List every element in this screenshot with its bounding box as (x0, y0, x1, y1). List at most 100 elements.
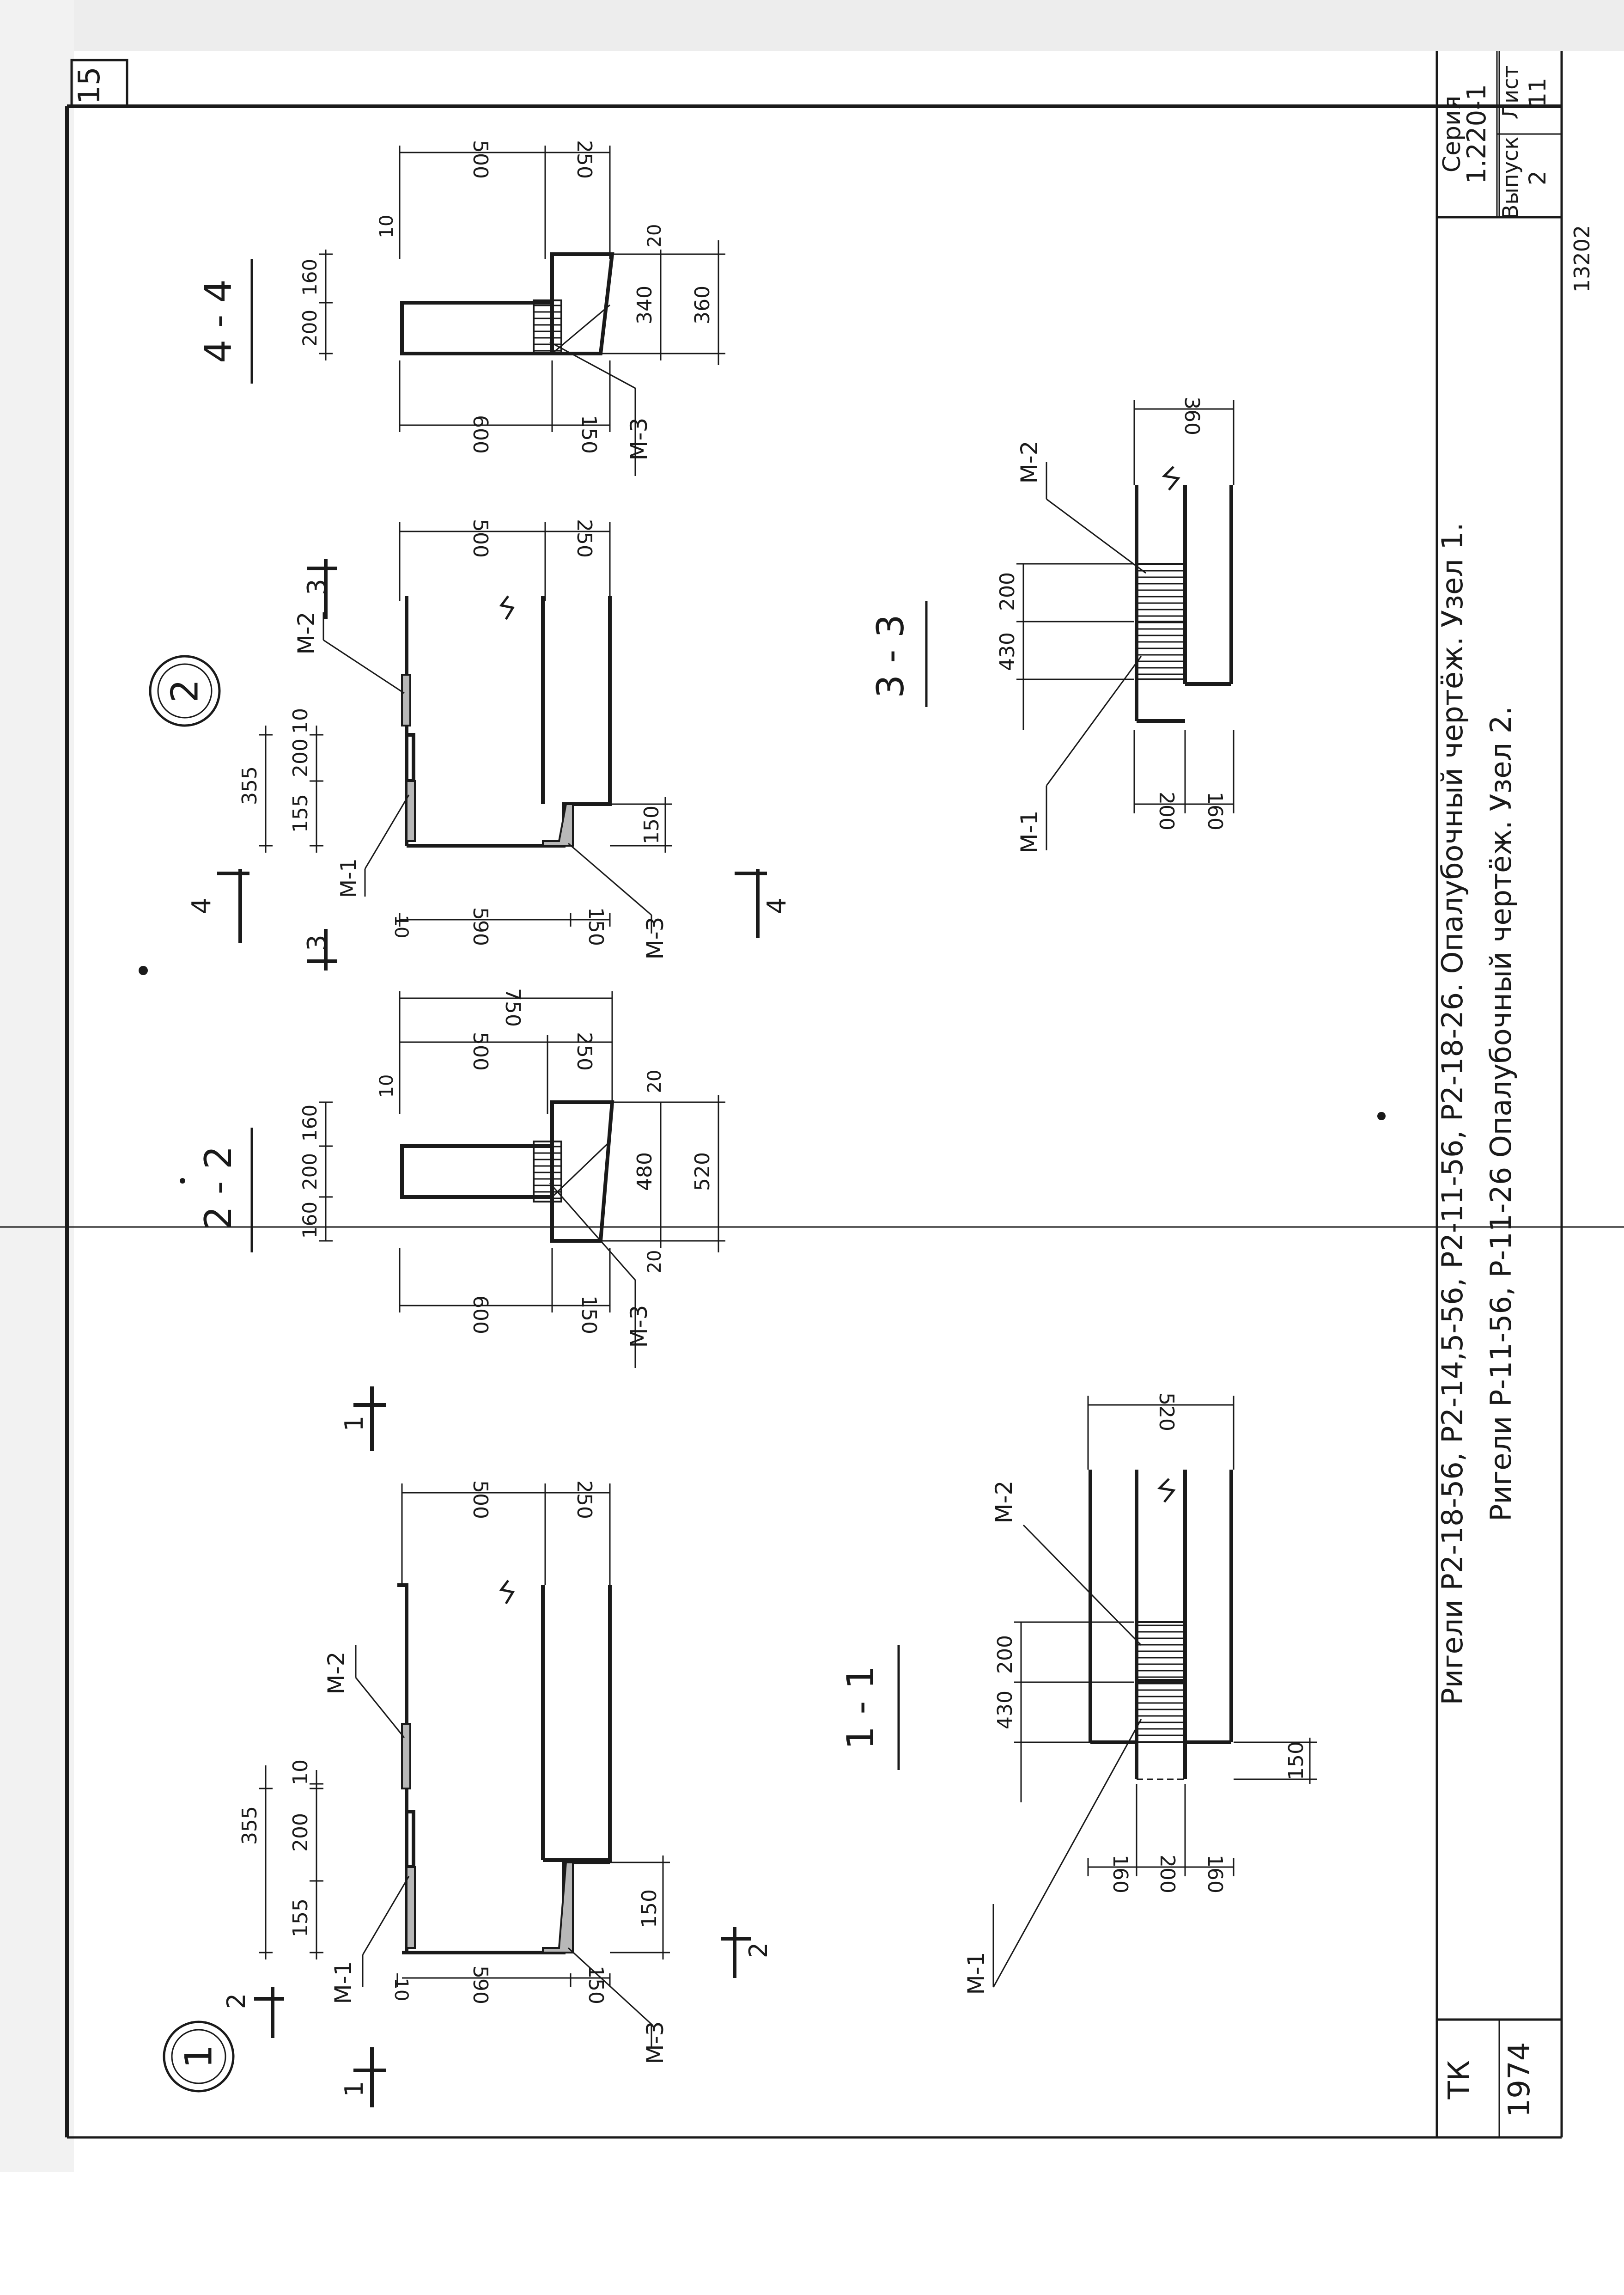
section-3-3-dim-200: 200 (996, 572, 1019, 611)
section-2-2-dim-250: 250 (572, 1032, 596, 1071)
scan-dot (1377, 1112, 1386, 1120)
section-1-1-dim-200b: 200 (1156, 1855, 1179, 1893)
section-2-2-dim-200: 200 (298, 1153, 321, 1190)
section-4-4-label: 4 - 4 (197, 279, 240, 363)
node-1-part-m2: М-2 (323, 1652, 350, 1695)
stamp-note: 13202 (1569, 225, 1594, 293)
section-2-2-dim-500: 500 (468, 1032, 492, 1071)
node-1-cut-a: 1 (340, 2081, 369, 2097)
series-label: Серия (1438, 96, 1466, 172)
plate-m2 (401, 1723, 411, 1789)
node-2-dim-155: 155 (289, 794, 312, 833)
sheet-value: 11 (1524, 78, 1551, 107)
node-1-dim-590: 590 (468, 1965, 492, 2004)
node-2-cut-4a: 4 (187, 897, 217, 914)
section-1-1-dim-200: 200 (993, 1635, 1017, 1674)
section-3-3-dim-160: 160 (1203, 792, 1227, 830)
node-2-part-m2: М-2 (293, 612, 320, 655)
section-1-1-dim-520: 520 (1155, 1392, 1178, 1431)
node-2-dim-355: 355 (238, 766, 262, 805)
section-1-1-part-m2: М-2 (991, 1481, 1017, 1524)
node-1-dim-355: 355 (238, 1806, 262, 1845)
node-2-drawing (217, 522, 767, 970)
title-block (1435, 51, 1562, 2137)
node-1-dim-200: 200 (289, 1813, 312, 1852)
section-2-2-dim-20a: 20 (644, 1070, 665, 1093)
node-1-cut-2b: 2 (744, 1942, 773, 1958)
section-3-3-dim-360: 360 (1180, 397, 1204, 435)
year-label: 1974 (1502, 2042, 1537, 2118)
drawing-frame (65, 51, 1563, 2139)
node-2-part-m3: М-3 (642, 917, 669, 960)
node-1-cut-b: 1 (340, 1416, 369, 1431)
node-1-drawing (254, 1386, 751, 2107)
node-1-cut-2: 2 (222, 1993, 251, 2009)
node-2-cut-3b: 3 (302, 934, 332, 951)
node-2-dim-150v: 150 (584, 907, 608, 946)
section-2-2-part-m3: М-3 (626, 1305, 652, 1348)
section-3-3-label: 3 - 3 (869, 614, 912, 698)
page-number-box (70, 59, 128, 108)
section-3-3-dim-200b: 200 (1155, 792, 1178, 830)
section-2-2-dim-160b: 160 (298, 1202, 321, 1239)
section-4-4-dim-200: 200 (298, 310, 321, 347)
section-1-1-dim-160b: 160 (1203, 1855, 1227, 1893)
section-2-2-dim-480: 480 (633, 1152, 657, 1191)
section-3-3-drawing (925, 400, 1235, 850)
org-label: ТК (1442, 2060, 1477, 2100)
section-1-1-dim-160a: 160 (1108, 1855, 1132, 1893)
plate-m3-node2 (542, 803, 574, 847)
node-2-dim-150h: 150 (640, 806, 663, 844)
section-4-4-dim-500: 500 (468, 140, 492, 179)
node-2-part-m1: М-1 (336, 858, 361, 898)
node-1-part-m3: М-3 (642, 2021, 669, 2064)
sheet-label: Лист (1498, 66, 1523, 120)
node-2-cut-4b: 4 (762, 897, 792, 914)
section-4-4-drawing (250, 146, 725, 476)
section-1-1-hatch-lower (1136, 1681, 1186, 1743)
section-1-1-dim-430: 430 (993, 1691, 1017, 1729)
section-3-3-dim-430: 430 (996, 632, 1019, 671)
section-1-1-dim-150: 150 (1284, 1741, 1308, 1780)
section-4-4-dim-160: 160 (298, 259, 321, 296)
section-2-2-label: 2 - 2 (197, 1146, 240, 1230)
plate-m2-node2 (401, 674, 411, 726)
issue-label: Выпуск (1498, 137, 1523, 219)
node-2-marker-inner (157, 663, 213, 719)
node-2-dim-10b: 10 (390, 915, 412, 939)
section-3-3-hatch-lower (1136, 621, 1186, 680)
section-1-1-label: 1 - 1 (839, 1666, 882, 1750)
node-1-part-m1: М-1 (330, 1961, 357, 2004)
section-4-4-dim-250: 250 (572, 140, 596, 179)
node-2-cut-3: 3 (302, 579, 332, 595)
section-2-2-dim-20b: 20 (644, 1250, 665, 1274)
node-1-marker-inner (171, 2029, 226, 2084)
node-1-dim-10: 10 (289, 1759, 312, 1785)
node-2-marker (149, 655, 221, 727)
section-4-4-dim-340: 340 (633, 286, 657, 324)
node-1-label: 1 (177, 2045, 220, 2069)
scan-left-edge (0, 0, 74, 2172)
node-1-marker (163, 2020, 235, 2093)
section-4-4-part-m3: М-3 (626, 418, 652, 461)
node-1-dim-155: 155 (289, 1898, 312, 1937)
section-2-2-dim-520: 520 (691, 1152, 714, 1191)
section-2-2-dim-750: 750 (501, 988, 524, 1027)
section-2-2-dim-150: 150 (577, 1295, 601, 1334)
node-2-dim-590: 590 (468, 907, 492, 946)
section-3-3-part-m1: М-1 (1016, 811, 1043, 854)
node-2-dim-500: 500 (468, 519, 492, 558)
section-2-2-dim-10: 10 (376, 1074, 397, 1098)
section-2-2-dim-160a: 160 (298, 1105, 321, 1141)
node-2-dim-200: 200 (289, 739, 312, 777)
section-4-4-dim-20: 20 (644, 224, 665, 248)
scan-dot (139, 966, 148, 975)
node-1-dim-150h: 150 (638, 1889, 661, 1928)
node-2-dim-10: 10 (289, 708, 312, 734)
section-4-4-dim-10: 10 (376, 215, 397, 238)
section-4-4-dim-150: 150 (577, 415, 601, 454)
series-value: 1.220-1 (1462, 84, 1492, 184)
node-2-dim-250: 250 (572, 519, 596, 558)
